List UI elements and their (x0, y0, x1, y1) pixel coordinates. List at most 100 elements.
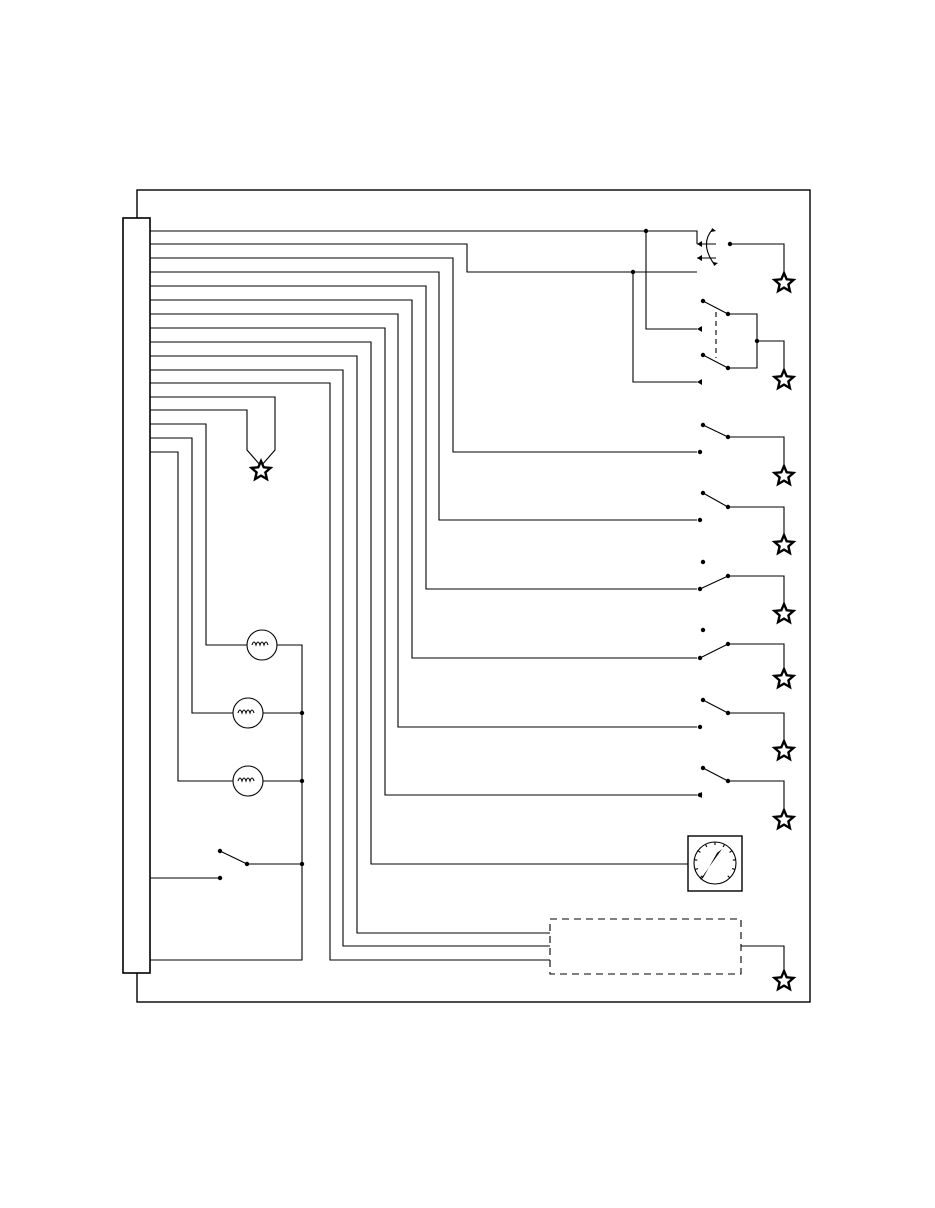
ground-star-icon (248, 457, 274, 482)
junction-dot (700, 490, 706, 496)
gauge-tick (729, 850, 733, 853)
gauge-tick (697, 850, 701, 853)
junction-dot (299, 778, 305, 784)
junction-dot (700, 298, 706, 304)
ground-star-icon (771, 737, 797, 762)
connector-icon (122, 217, 151, 974)
junction-dot (725, 710, 731, 716)
ground-star-icon (771, 806, 797, 831)
wire (150, 230, 698, 244)
rotary-switch-icon (697, 228, 718, 266)
junction-dot (697, 724, 703, 730)
wire (150, 369, 550, 947)
junction-dot (299, 710, 305, 716)
wire (699, 643, 729, 659)
wire (150, 257, 697, 453)
wire (702, 354, 729, 369)
gauge-icon (687, 835, 743, 892)
ground-star-icon (771, 967, 797, 992)
wire (219, 850, 248, 865)
wire (741, 945, 785, 970)
wire (728, 780, 785, 810)
junction-dot (643, 228, 649, 234)
wire (702, 424, 729, 438)
wires (150, 230, 785, 970)
ground-star-icon (771, 531, 797, 556)
diagram-frame (136, 189, 811, 1003)
wire (150, 644, 303, 961)
junction-dot (630, 269, 636, 275)
wire (730, 243, 785, 272)
wire (150, 341, 688, 865)
wire (150, 271, 697, 521)
wire (150, 355, 550, 934)
contact-arrow (697, 379, 702, 385)
wire (728, 506, 785, 535)
wire (757, 340, 785, 370)
dashed-module-icon (549, 918, 742, 975)
gauge-tick (704, 844, 708, 848)
junction-dot (725, 504, 731, 510)
junction-dot (725, 311, 731, 317)
wire (728, 643, 785, 670)
ground-star-icon (771, 600, 797, 625)
junction-dot (700, 422, 706, 428)
lamp-icon (232, 697, 264, 729)
gauge-tick (694, 868, 699, 871)
wire (702, 492, 729, 508)
wire (728, 712, 785, 742)
junction-dot (700, 352, 706, 358)
junction-dot (244, 861, 250, 867)
lamp-icon (232, 765, 264, 797)
junction-dot (700, 697, 706, 703)
ground-star-icon (771, 462, 797, 487)
ground-star-icon (771, 366, 797, 391)
junction-dot (754, 338, 760, 344)
junction-dot (697, 517, 703, 523)
wire (150, 243, 633, 273)
gauge-tick (722, 844, 726, 848)
junction-dot (697, 586, 703, 592)
junction-dot (725, 641, 731, 647)
lamp-icon (246, 629, 278, 661)
junction-dot (217, 875, 223, 881)
junction-dot (700, 765, 706, 771)
wire (728, 313, 758, 369)
wire (699, 575, 729, 590)
junction-dot (725, 573, 731, 579)
junction-dot (725, 778, 731, 784)
wire (150, 382, 550, 961)
wire (632, 272, 697, 383)
wire (728, 436, 785, 465)
wire (702, 300, 729, 315)
contact-arrow (697, 792, 702, 798)
gauge-tick (727, 875, 731, 879)
contact-arrow (697, 326, 702, 332)
junction-dot (299, 861, 305, 867)
ground-star-icon (771, 269, 797, 294)
wire (728, 575, 785, 604)
wire (150, 451, 233, 782)
wire (150, 396, 276, 467)
junction-dots (217, 228, 760, 881)
junction-dot (697, 449, 703, 455)
wire (150, 423, 247, 646)
ground-stars (248, 269, 797, 992)
junction-dot (725, 365, 731, 371)
wire (150, 299, 697, 659)
junction-dot (725, 434, 731, 440)
junction-dot (217, 848, 223, 854)
junction-dot (700, 627, 706, 633)
junction-dot (727, 241, 733, 247)
wire (645, 231, 697, 330)
wire (150, 327, 697, 796)
wire (150, 409, 262, 467)
gauge-tick (731, 868, 736, 871)
wire (150, 437, 233, 714)
junction-dot (700, 559, 706, 565)
wire (702, 699, 729, 714)
wire (702, 767, 729, 782)
wire (150, 285, 697, 590)
gauge-tick (699, 875, 703, 879)
